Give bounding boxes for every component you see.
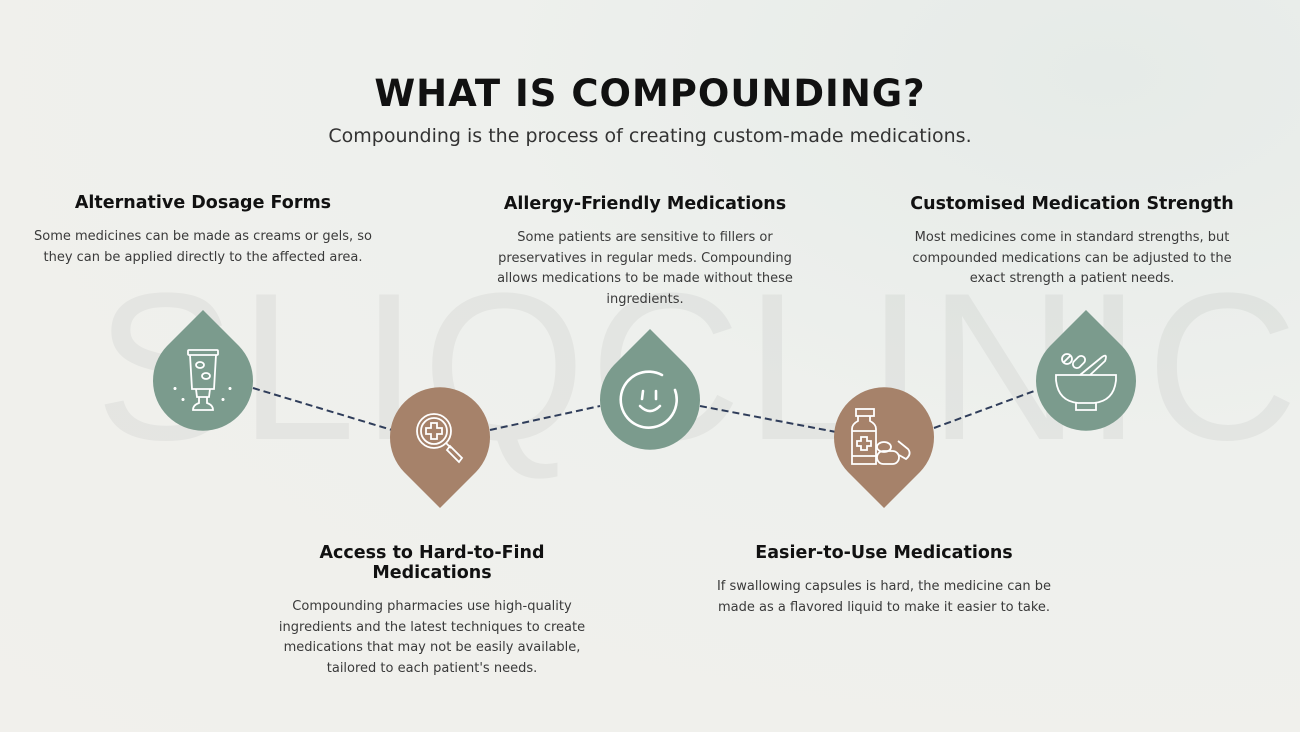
page-title: WHAT IS COMPOUNDING?: [374, 72, 926, 115]
item-title: Access to Hard-to-Find Medications: [319, 543, 545, 583]
connector-line: [933, 389, 1038, 429]
item-title: Alternative Dosage Forms: [74, 193, 332, 213]
item-allergy-friendly: Allergy-Friendly Medications Some patien…: [475, 194, 815, 310]
drop-smiley: [600, 329, 700, 450]
medicine-bottle-pills-icon: [851, 408, 911, 465]
cream-tube-icon: [173, 349, 232, 411]
item-text: Compounding pharmacies use high-quality …: [278, 599, 586, 676]
mortar-pestle-icon: [1055, 353, 1117, 411]
item-text: Some medicines can be made as creams or …: [34, 229, 372, 265]
item-title: Easier-to-Use Medications: [755, 543, 1013, 563]
item-title: Allergy-Friendly Medications: [503, 194, 787, 214]
magnifier-medical-icon: [416, 413, 464, 464]
connector-line: [699, 405, 837, 433]
item-text: Most medicines come in standard strength…: [912, 230, 1232, 286]
item-alternative-dosage: Alternative Dosage Forms Some medicines …: [33, 193, 373, 268]
item-customised-strength: Customised Medication Strength Most medi…: [902, 194, 1242, 290]
drop-magnifier: [390, 387, 490, 508]
item-hard-to-find: Access to Hard-to-Find Medications Compo…: [262, 543, 602, 679]
drop-bottle: [834, 387, 934, 508]
page-subtitle: Compounding is the process of creating c…: [328, 125, 972, 147]
connector-lines: [252, 387, 1038, 433]
item-text: If swallowing capsules is hard, the medi…: [716, 579, 1052, 615]
smiley-icon: [619, 370, 678, 429]
item-easier-to-use: Easier-to-Use Medications If swallowing …: [714, 543, 1054, 618]
connector-line: [489, 405, 601, 431]
drop-mortar: [1036, 310, 1136, 431]
connector-line: [252, 387, 393, 431]
item-text: Some patients are sensitive to fillers o…: [497, 230, 793, 307]
item-title: Customised Medication Strength: [910, 194, 1234, 214]
drop-cream: [153, 310, 253, 431]
